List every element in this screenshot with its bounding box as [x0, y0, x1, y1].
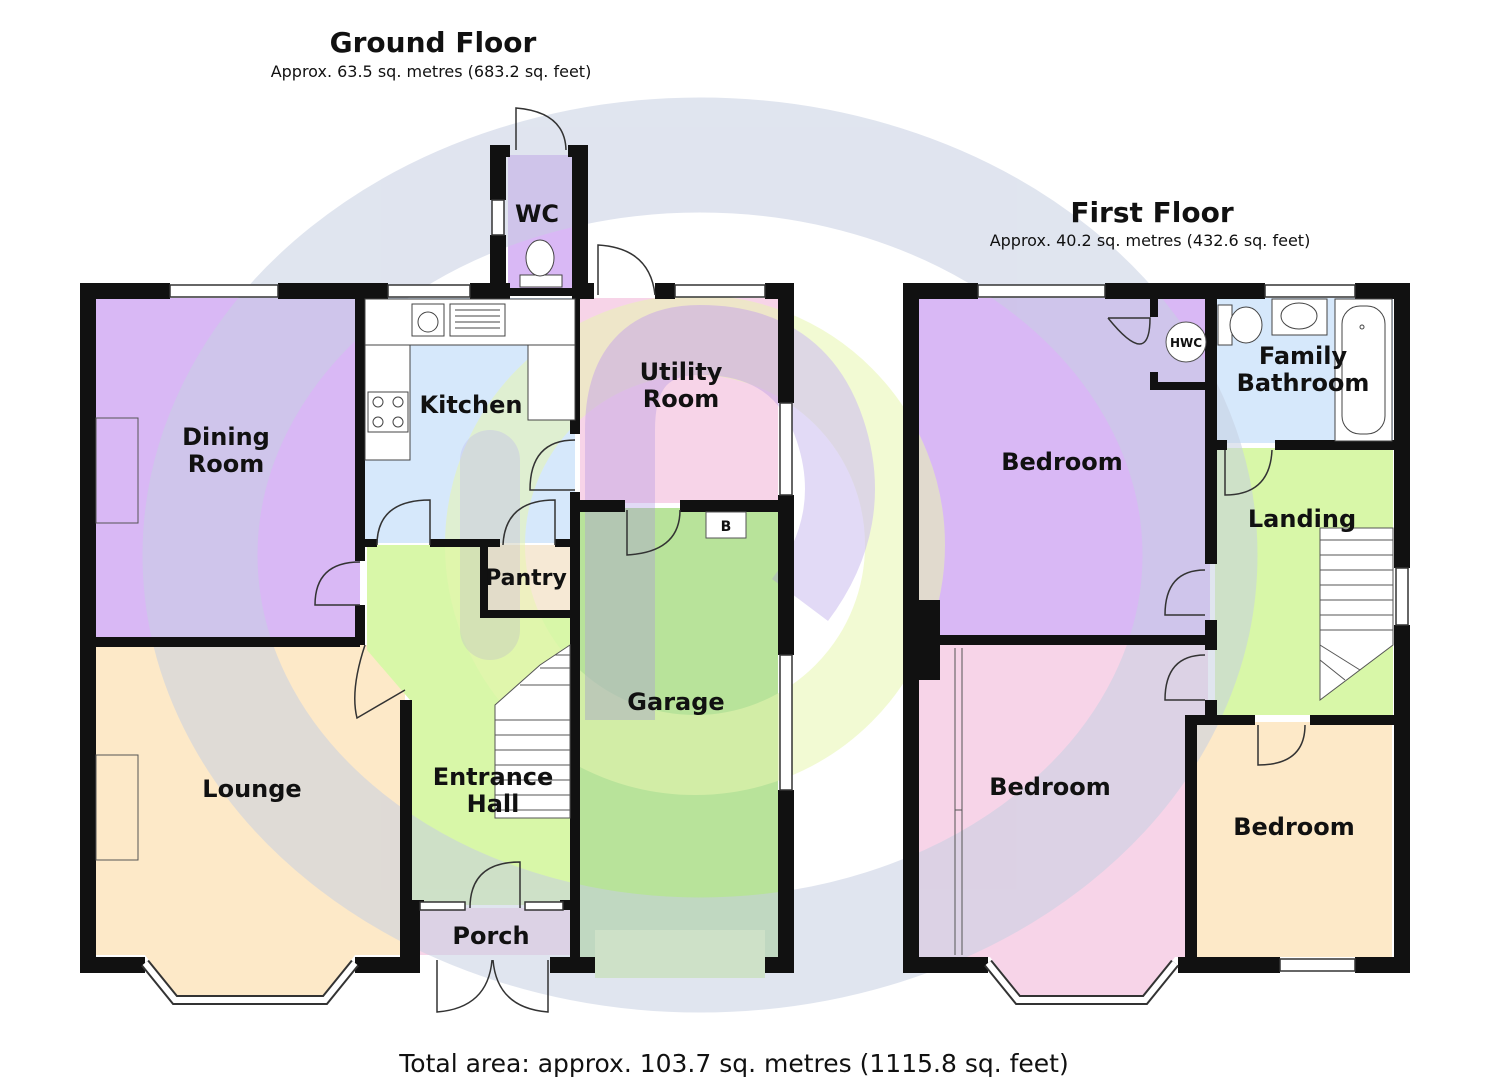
- ground-floor-stairs: [494, 644, 571, 819]
- bedroom-front-bay-fill: [990, 957, 1175, 995]
- utility-label-2: Room: [643, 385, 719, 413]
- bedroom-front-door: [1164, 654, 1206, 701]
- first-floor-stairs: [1319, 527, 1394, 702]
- dining-label-1: Dining: [182, 423, 270, 451]
- first-floor-windows: [977, 284, 1409, 1005]
- bedroom-front-label: Bedroom: [989, 773, 1111, 801]
- ground-floor-title: Ground Floor: [330, 26, 537, 59]
- bathroom-label-1: Family: [1259, 342, 1348, 370]
- boiler-label: B: [721, 519, 732, 535]
- bedroom-small-label: Bedroom: [1233, 813, 1355, 841]
- hwc-door: [1107, 317, 1151, 345]
- hwc-tank: HWC: [1165, 321, 1207, 363]
- first-floor-walls: [903, 283, 1410, 973]
- porch-right-door: [492, 959, 549, 1013]
- wc-label: WC: [515, 200, 559, 228]
- pantry-label: Pantry: [485, 566, 567, 591]
- kitchen-worktop-right: [527, 344, 576, 421]
- fireplaces: [95, 417, 139, 861]
- first-floor-title: First Floor: [1070, 196, 1234, 229]
- ground-floor-windows: [141, 199, 793, 1005]
- lounge-fireplace: [95, 754, 139, 861]
- porch-left-door: [436, 959, 493, 1013]
- dining-fireplace: [95, 417, 139, 524]
- room-labels: WC Kitchen Utility Room Dining Room Pant…: [182, 200, 1369, 950]
- kitchen-utility-door: [529, 439, 576, 491]
- bedroom-rear-door: [1164, 569, 1206, 616]
- first-floor-area: Approx. 40.2 sq. metres (432.6 sq. feet): [990, 231, 1311, 250]
- dining-door: [314, 561, 361, 606]
- boiler-box: B: [705, 511, 747, 539]
- bathroom-door: [1224, 449, 1273, 496]
- total-area: Total area: approx. 103.7 sq. metres (11…: [398, 1049, 1068, 1078]
- kitchen-label: Kitchen: [420, 391, 523, 419]
- porch-label: Porch: [452, 922, 529, 950]
- bedroom-small-door: [1257, 724, 1306, 766]
- first-floor-doors: [1107, 317, 1306, 766]
- ground-floor-doors: [314, 107, 681, 1013]
- bedroom-small-fill: [1192, 722, 1392, 957]
- bedroom-rear-label: Bedroom: [1001, 448, 1123, 476]
- kitchen-fittings: [364, 298, 576, 461]
- utility-label-1: Utility: [640, 358, 723, 386]
- lounge-label: Lounge: [202, 775, 301, 803]
- hall-label-2: Hall: [467, 790, 520, 818]
- bathroom-label-2: Bathroom: [1237, 369, 1370, 397]
- lounge-door: [354, 644, 406, 720]
- garage-door-swing: [626, 509, 681, 556]
- utility-back-door: [597, 244, 656, 296]
- hwc-label: HWC: [1170, 336, 1202, 350]
- ground-floor-area: Approx. 63.5 sq. metres (683.2 sq. feet): [271, 62, 592, 81]
- garage-label: Garage: [627, 688, 724, 716]
- toilet-icon: [519, 239, 563, 288]
- wardrobe: [954, 648, 963, 955]
- pantry-door: [502, 499, 556, 546]
- lounge-bay-fill: [145, 955, 355, 995]
- kitchen-door: [376, 499, 431, 546]
- landing-label: Landing: [1248, 505, 1356, 533]
- wc-door-swing: [515, 107, 567, 151]
- dining-label-2: Room: [188, 450, 264, 478]
- bathroom-fittings: [1217, 298, 1393, 442]
- hob-icon: [367, 391, 409, 433]
- hall-label-1: Entrance: [433, 763, 554, 791]
- porch-door-swing: [469, 861, 521, 909]
- watermark-outer-ring: [142, 97, 1258, 1013]
- drainer-icon: [449, 303, 506, 337]
